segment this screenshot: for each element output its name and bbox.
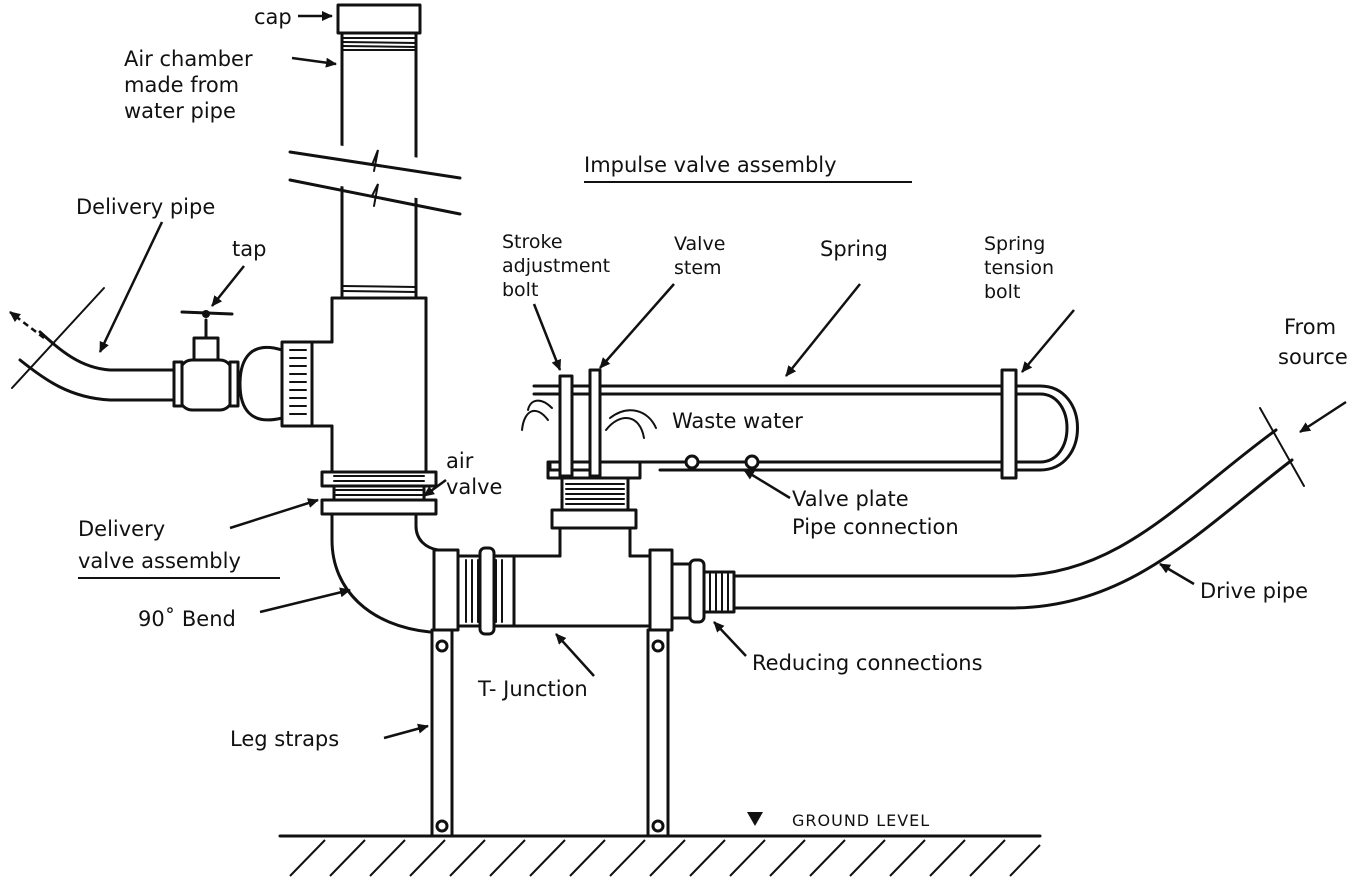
delivery-pipe xyxy=(9,287,176,402)
label-air-chamber-2: made from xyxy=(124,73,239,97)
label-reducing-connections: Reducing connections xyxy=(752,651,983,675)
tap-body xyxy=(178,358,234,412)
bend-90 xyxy=(330,512,440,634)
cap xyxy=(336,3,422,35)
label-spring-tension-1: Spring xyxy=(984,233,1045,255)
label-valve-stem-1: Valve xyxy=(674,233,725,255)
label-spring: Spring xyxy=(820,237,888,261)
delivery-tee xyxy=(310,296,428,474)
stroke-adjustment-bolt xyxy=(558,374,574,478)
leg-straps xyxy=(430,628,670,838)
label-air-valve-2: valve xyxy=(446,475,502,499)
t-junction xyxy=(432,526,736,636)
label-air-valve-1: air xyxy=(446,449,474,473)
label-from-source-2: source xyxy=(1278,345,1348,369)
ground-hatching xyxy=(289,839,1041,877)
label-stroke-1: Stroke xyxy=(502,231,563,253)
label-spring-tension-3: bolt xyxy=(984,281,1020,303)
label-air-chamber-1: Air chamber xyxy=(124,47,253,71)
label-pipe-connection: Pipe connection xyxy=(792,515,959,539)
label-stroke-2: adjustment xyxy=(502,255,610,277)
impulse-valve-base xyxy=(546,460,642,530)
ground-level-marker xyxy=(747,812,763,826)
label-90-bend: 90˚ Bend xyxy=(138,607,236,631)
label-waste-water: Waste water xyxy=(672,409,803,433)
label-delivery-pipe: Delivery pipe xyxy=(76,195,215,219)
label-valve-plate: Valve plate xyxy=(792,487,909,511)
label-tap: tap xyxy=(232,237,266,261)
valve-stem xyxy=(588,368,602,478)
label-leg-straps: Leg straps xyxy=(230,727,339,751)
labels: cap Air chamber made from water pipe Imp… xyxy=(76,5,1348,830)
impulse-valve-assembly xyxy=(521,368,1079,480)
label-drive-pipe: Drive pipe xyxy=(1200,579,1308,603)
label-t-junction: T- Junction xyxy=(477,677,588,701)
label-delivery-2: valve assembly xyxy=(78,549,241,573)
label-stroke-3: bolt xyxy=(502,279,538,301)
label-cap: cap xyxy=(254,5,292,29)
delivery-valve-assembly xyxy=(320,470,438,516)
label-air-chamber-3: water pipe xyxy=(124,99,236,123)
delivery-outlet xyxy=(172,310,314,428)
label-ground-level: GROUND LEVEL xyxy=(792,811,930,830)
label-from-source-1: From xyxy=(1284,315,1336,339)
air-chamber xyxy=(288,3,463,298)
spring-tension-bolt xyxy=(1000,368,1018,480)
label-spring-tension-2: tension xyxy=(984,257,1054,279)
label-valve-stem-2: stem xyxy=(674,257,722,279)
label-delivery-1: Delivery xyxy=(78,517,165,541)
drive-pipe xyxy=(732,400,1347,610)
label-impulse-valve-assembly: Impulse valve assembly xyxy=(584,153,837,177)
